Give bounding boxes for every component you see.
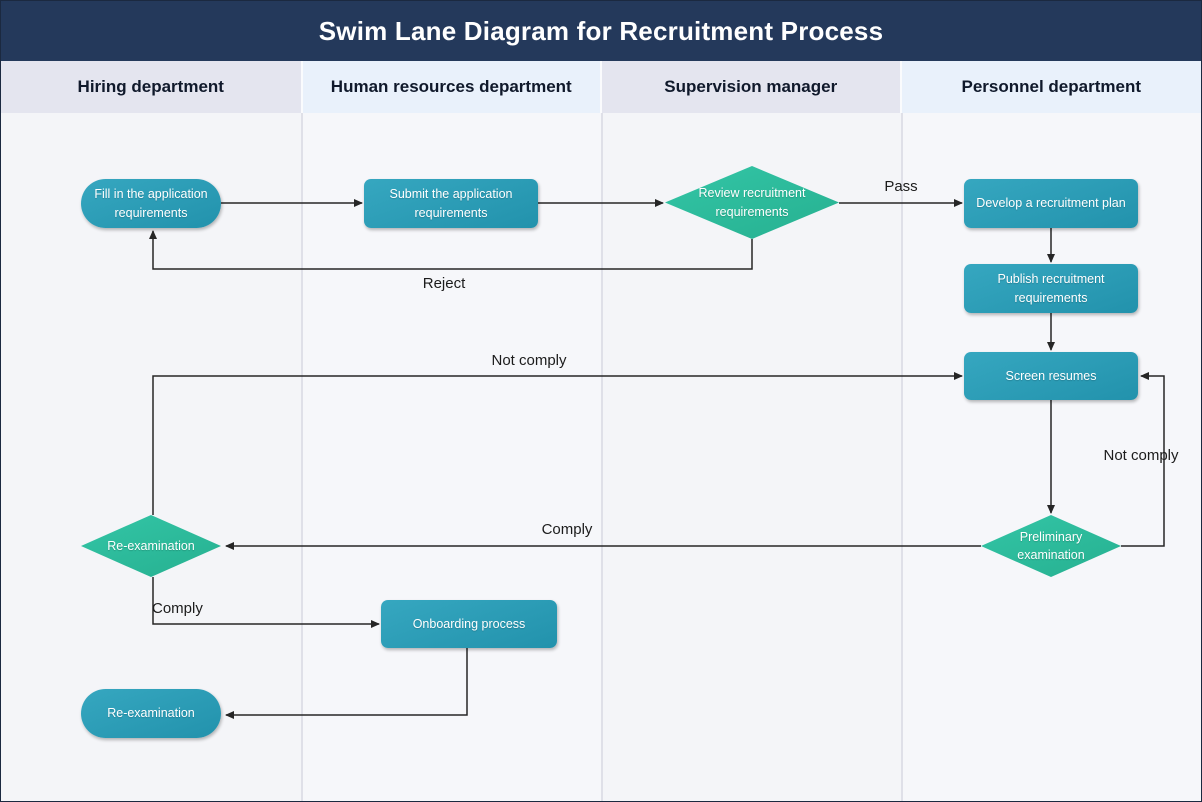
node-screen-resumes: Screen resumes (964, 352, 1138, 400)
edge-label-pass: Pass (884, 178, 918, 195)
diagram-title: Swim Lane Diagram for Recruitment Proces… (1, 1, 1201, 61)
lane-header-row: Hiring department Human resources depart… (1, 61, 1201, 113)
edge-label-comply-main: Comply (541, 521, 593, 538)
lane-header-hiring-department: Hiring department (1, 61, 301, 113)
edge-label-not-comply-right: Not comply (1103, 447, 1179, 464)
edge-label-comply-bottom: Comply (152, 600, 203, 617)
node-onboarding-process: Onboarding process (381, 600, 557, 648)
edge-label-not-comply-left: Not comply (491, 352, 567, 369)
node-fill-in-application-requirements: Fill in the application requirements (81, 179, 221, 228)
edge-label-reject: Reject (422, 275, 466, 292)
lane-header-supervision-manager: Supervision manager (600, 61, 900, 113)
lane-header-human-resources-department: Human resources department (300, 61, 600, 113)
node-develop-recruitment-plan: Develop a recruitment plan (964, 179, 1138, 228)
node-publish-recruitment-requirements: Publish recruitment requirements (964, 264, 1138, 313)
lane-header-personnel-department: Personnel department (899, 61, 1201, 113)
node-re-examination-end: Re-examination (81, 689, 221, 738)
node-submit-application-requirements: Submit the application requirements (364, 179, 538, 228)
